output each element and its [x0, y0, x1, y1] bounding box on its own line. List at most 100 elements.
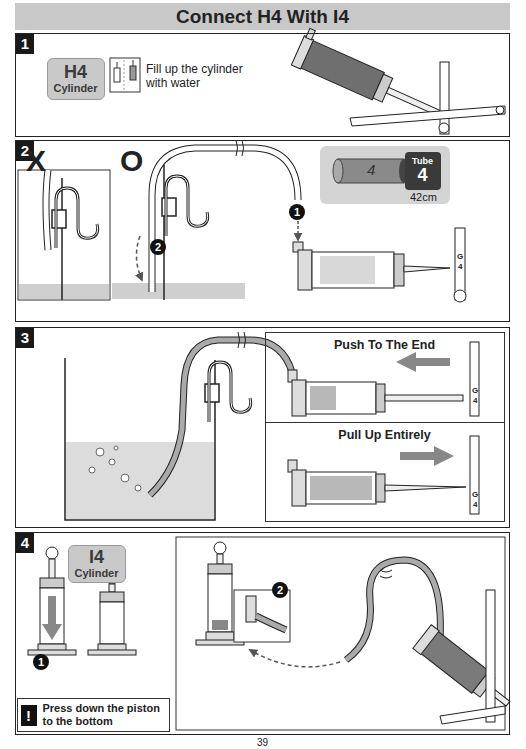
- cylinder-collar: [376, 384, 385, 412]
- warning-mark: !: [21, 705, 37, 726]
- tube-water: [256, 616, 286, 630]
- attach-arrow: [250, 650, 340, 667]
- water: [66, 442, 214, 519]
- tube-panel: [320, 146, 450, 204]
- tube-break: [238, 332, 246, 348]
- container: [65, 358, 215, 520]
- callout-number: 1: [289, 204, 305, 220]
- part-code: I4: [89, 548, 104, 567]
- tube-piece: [338, 159, 404, 183]
- stand-post: [470, 436, 479, 514]
- cylinder-collar: [100, 592, 124, 602]
- step-number: 3: [16, 328, 34, 348]
- action-box: Pull Up Entirely: [265, 422, 505, 522]
- tube-tag: Tube4: [405, 152, 441, 190]
- tube-clip: [205, 362, 251, 422]
- tube-break: [236, 140, 244, 156]
- piston-rod: [385, 485, 466, 491]
- action-box: Push To The End: [265, 332, 505, 423]
- part-number: 4: [458, 262, 462, 271]
- step-panel: 1H4Cylinder: [15, 33, 510, 137]
- stand-joint: [439, 123, 449, 133]
- callout-number: 2: [150, 239, 166, 255]
- cylinder-body: [100, 602, 124, 644]
- part-tag: H4Cylinder: [47, 58, 105, 100]
- bubble: [89, 467, 95, 473]
- cylinder-body: [208, 574, 232, 632]
- cylinder-eye: [46, 547, 58, 559]
- cylinder-piston: [212, 620, 228, 630]
- action-heading: Pull Up Entirely: [266, 428, 504, 442]
- page-number: 39: [257, 737, 268, 748]
- syringe-rod: [133, 60, 134, 66]
- piston-rod: [385, 395, 463, 401]
- tube: [256, 616, 286, 630]
- insert-arrow: [136, 236, 142, 280]
- tube-word: Tube: [412, 156, 433, 166]
- piston-rod: [49, 559, 55, 579]
- cylinder-body: [306, 382, 376, 414]
- part-letter: G: [457, 252, 463, 261]
- tube: [150, 340, 292, 495]
- cylinder-body: [40, 588, 64, 644]
- step-panel: 3Push To The EndPull Up Entirely: [15, 327, 510, 528]
- cylinder-cap: [292, 380, 306, 416]
- part-letter: G: [472, 490, 478, 499]
- syringe-icon: [114, 68, 120, 82]
- tube: [46, 170, 48, 250]
- stand-post: [440, 62, 449, 134]
- stand-post: [470, 342, 479, 416]
- pull-arrow: [400, 446, 454, 466]
- cylinder-nozzle: [306, 28, 316, 40]
- tube-end: [333, 159, 343, 183]
- tube: [152, 148, 298, 292]
- cylinder-cap: [292, 470, 306, 506]
- cylinder-eye: [214, 542, 226, 554]
- tube-water: [346, 560, 440, 660]
- stand-post: [486, 590, 495, 722]
- cylinder-collar: [40, 578, 64, 588]
- callout-number: 2: [272, 582, 288, 598]
- press-arrow: [42, 596, 62, 640]
- stand-joint: [496, 106, 504, 114]
- title-band: [15, 3, 510, 30]
- action-heading: Push To The End: [266, 338, 504, 352]
- tube-length: 42cm: [410, 191, 437, 203]
- cylinder-collar: [376, 474, 385, 502]
- cylinder-cap: [291, 36, 313, 69]
- part-code: H4: [64, 63, 87, 82]
- bubble: [96, 448, 104, 456]
- step-number: 1: [16, 34, 34, 54]
- piston-rod: [404, 266, 450, 272]
- note-box: !Press down the piston to the bottom: [17, 698, 170, 732]
- bubble: [121, 474, 129, 482]
- part-number: 4: [473, 500, 477, 509]
- cylinder-outlet: [88, 650, 136, 655]
- cylinder-collar: [373, 74, 393, 102]
- tube-inner: [46, 170, 48, 250]
- stand-beam: [440, 706, 505, 724]
- cylinder-outlet: [246, 596, 256, 622]
- attach-arrow: [297, 221, 299, 240]
- bubble: [135, 485, 141, 491]
- part-tag: I4Cylinder: [68, 545, 126, 583]
- syringe-rod: [117, 62, 118, 68]
- part-number: 4: [473, 396, 477, 405]
- bubble: [109, 459, 115, 465]
- part-type: Cylinder: [53, 82, 97, 95]
- tube-print: 4: [367, 161, 375, 178]
- step-panel: 4I4Cylinder !Press down the piston to the…: [15, 532, 510, 735]
- fill-icon: [110, 58, 140, 92]
- page-title: Connect H4 With I4: [15, 3, 510, 30]
- push-arrow: [396, 352, 450, 372]
- cylinder-cap: [298, 250, 312, 290]
- step-number: 4: [16, 533, 34, 553]
- stand-beam: [350, 106, 505, 126]
- cylinder-water: [310, 476, 372, 500]
- cylinder-collar: [208, 564, 232, 574]
- cylinder-cap: [413, 625, 439, 655]
- tube-break: [380, 570, 392, 578]
- tube-water: [150, 340, 292, 495]
